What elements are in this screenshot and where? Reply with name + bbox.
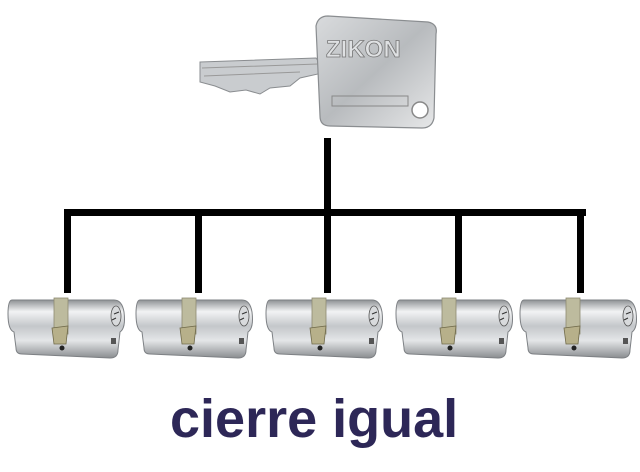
lock-cylinder-icon-5 [519, 297, 637, 359]
drop-line-4 [455, 209, 462, 293]
trunk-line [324, 138, 331, 216]
drop-line-1 [64, 209, 71, 293]
drop-line-3 [324, 209, 331, 293]
key-icon: ZIKON [199, 15, 437, 129]
drop-line-2 [195, 209, 202, 293]
connector-lines [64, 138, 586, 293]
lock-cylinder-icon-3 [265, 297, 383, 359]
lock-cylinder-icon-1 [7, 297, 125, 359]
diagram-caption: cierre igual [170, 389, 459, 449]
drop-line-5 [577, 209, 584, 293]
key-brand-logo: ZIKON [326, 36, 401, 63]
lock-cylinder-icon-4 [395, 297, 513, 359]
lock-cylinder-icon-2 [135, 297, 253, 359]
